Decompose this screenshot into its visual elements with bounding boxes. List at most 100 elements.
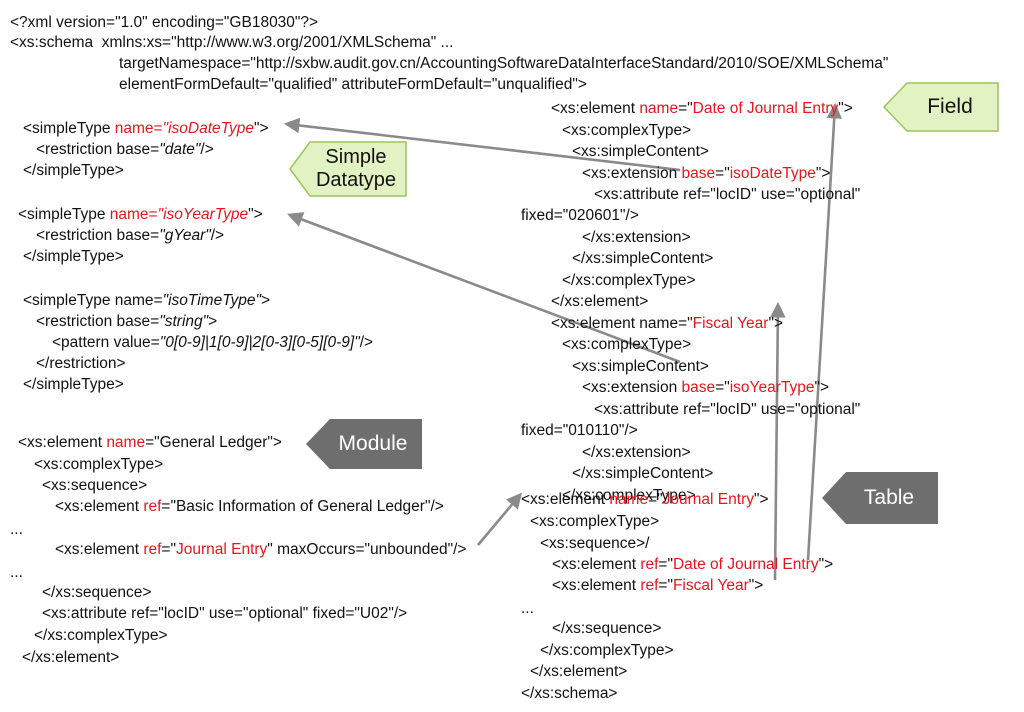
base-value: "date": [159, 141, 201, 158]
code-text: ">: [253, 120, 269, 137]
sequence-open: <xs:sequence>: [42, 477, 148, 494]
date-of-journal-entry-name: Date of Journal Entry: [692, 100, 839, 117]
extension-close: </xs:extension>: [582, 444, 691, 461]
code-text: =": [658, 577, 673, 594]
code-text: />: [359, 334, 374, 351]
table-label: Table: [863, 486, 915, 509]
iso-year-type-name: isoYearType: [163, 206, 249, 223]
attr-name-keyword: name=: [109, 206, 158, 223]
iso-year-type-ref: isoYearType: [729, 379, 815, 396]
complextype-close: </xs:complexType>: [540, 642, 674, 659]
code-text: <xs:extension: [582, 379, 682, 396]
module-callout: Module: [306, 419, 422, 469]
iso-date-type-ref: isoDateType: [729, 165, 816, 182]
simplecontent-open: <xs:simpleContent>: [572, 143, 709, 160]
code-text: >: [208, 313, 218, 330]
sequence-open: <xs:sequence>/: [540, 535, 650, 552]
complextype-open: <xs:complexType>: [34, 456, 164, 473]
ref-keyword: ref: [143, 541, 162, 558]
code-text: <xs:extension: [582, 165, 682, 182]
basic-info-ref: <xs:element ref="Basic Information of Ge…: [55, 498, 444, 516]
extension-year: <xs:extension base="isoYearType">: [582, 379, 829, 397]
simplecontent-close: </xs:simpleContent>: [572, 250, 714, 267]
base-value: "gYear": [159, 227, 211, 244]
xml-declaration: <?xml version="1.0" encoding="GB18030"?>: [10, 14, 319, 31]
journal-entry-name: Journal Entry: [175, 541, 268, 558]
code-text: >: [261, 292, 271, 309]
fiscal-ref: <xs:element ref="Fiscal Year">: [552, 577, 763, 595]
code-text: ="General Ledger">: [145, 434, 282, 451]
restriction-date: <restriction base="date"/>: [36, 141, 214, 159]
code-text: <simpleType: [23, 120, 115, 137]
simpletype-date-close: </simpleType>: [23, 162, 124, 179]
locid-attribute: <xs:attribute ref="locID" use="optional"…: [42, 605, 408, 622]
simple-datatype-line1: Simple: [325, 146, 387, 168]
ref-keyword: ref: [640, 577, 659, 594]
pattern-value: "0[0-9]|1[0-9]|2[0-3][0-5][0-9]": [159, 334, 360, 351]
attr-name-keyword: name: [639, 100, 679, 117]
schema-open-line: <xs:schema xmlns:xs="http://www.w3.org/2…: [10, 34, 454, 51]
module-label: Module: [338, 432, 408, 455]
code-text: <xs:element: [552, 556, 641, 573]
simplecontent-open: <xs:simpleContent>: [572, 358, 709, 375]
attr-name-keyword: name=: [114, 120, 163, 137]
code-text: <restriction base=: [36, 227, 160, 244]
complextype-open: <xs:complexType>: [530, 513, 660, 530]
date-of-journal-entry-ref: Date of Journal Entry: [672, 556, 819, 573]
complextype-close-overlap: </xs:complexType>: [562, 487, 696, 504]
date-element-open: <xs:element name="Date of Journal Entry"…: [551, 100, 853, 118]
code-text: <xs:element: [18, 434, 107, 451]
journal-entry-name: Journal Entry: [662, 491, 754, 508]
arrow-fiscal-ref-to-element: [770, 301, 786, 581]
code-text: <xs:element name=": [551, 315, 693, 332]
ellipsis: ...: [10, 564, 23, 581]
restriction-gyear: <restriction base="gYear"/>: [36, 227, 224, 245]
attr-name-keyword: name: [106, 434, 146, 451]
base-keyword: base: [681, 165, 716, 182]
base-keyword: base: [681, 379, 716, 396]
element-close: </xs:element>: [530, 663, 628, 680]
code-text: />: [210, 227, 225, 244]
sequence-close: </xs:sequence>: [552, 620, 662, 637]
schema-close: </xs:schema>: [521, 685, 618, 702]
code-text: <xs:element: [551, 100, 640, 117]
simpletype-time-open: <simpleType name="isoTimeType">: [23, 292, 270, 310]
code-text: ">: [248, 206, 263, 223]
simple-datatype-callout: Simple Datatype: [289, 141, 407, 197]
fiscal-element-open: <xs:element name="Fiscal Year">: [551, 315, 783, 333]
code-text: ">: [838, 100, 853, 117]
simplecontent-close: </xs:simpleContent>: [572, 465, 714, 482]
code-text: =": [715, 165, 730, 182]
simple-datatype-line2: Datatype: [315, 169, 397, 191]
code-text: =": [658, 556, 673, 573]
code-text: <simpleType: [18, 206, 110, 223]
form-default-line: elementFormDefault="qualified" attribute…: [119, 76, 587, 93]
fixed-value: fixed="010110"/>: [521, 422, 638, 439]
journal-entry-ref: <xs:element ref="Journal Entry" maxOccur…: [55, 541, 466, 559]
code-text: <simpleType name=: [23, 292, 163, 309]
code-text: ">: [748, 577, 764, 594]
iso-time-type-name: "isoTimeType": [162, 292, 262, 309]
iso-date-type-name: isoDateType: [168, 120, 254, 137]
ellipsis: ...: [10, 521, 23, 538]
ref-keyword: ref: [640, 556, 659, 573]
code-text: ">: [818, 556, 834, 573]
code-text: " maxOccurs="unbounded"/>: [267, 541, 467, 558]
simple-datatype-label: Simple Datatype: [300, 146, 396, 192]
code-text: <restriction base=: [36, 313, 160, 330]
sequence-close: </xs:sequence>: [42, 584, 152, 601]
code-text: <pattern value=: [52, 334, 160, 351]
locid-attribute: <xs:attribute ref="locID" use="optional": [594, 186, 861, 203]
date-ref: <xs:element ref="Date of Journal Entry">: [552, 556, 833, 574]
element-close: </xs:element>: [551, 293, 649, 310]
code-text: <restriction base=: [36, 141, 160, 158]
simpletype-time-close: </simpleType>: [23, 376, 124, 393]
fiscal-year-ref: Fiscal Year: [672, 577, 749, 594]
fixed-value: fixed="020601"/>: [521, 207, 639, 224]
extension-close: </xs:extension>: [582, 229, 691, 246]
ellipsis: ...: [521, 600, 534, 617]
simpletype-date-open: <simpleType name="isoDateType">: [23, 120, 269, 138]
code-text: ">: [768, 315, 784, 332]
fiscal-year-name: Fiscal Year: [692, 315, 769, 332]
complextype-open: <xs:complexType>: [562, 122, 692, 139]
